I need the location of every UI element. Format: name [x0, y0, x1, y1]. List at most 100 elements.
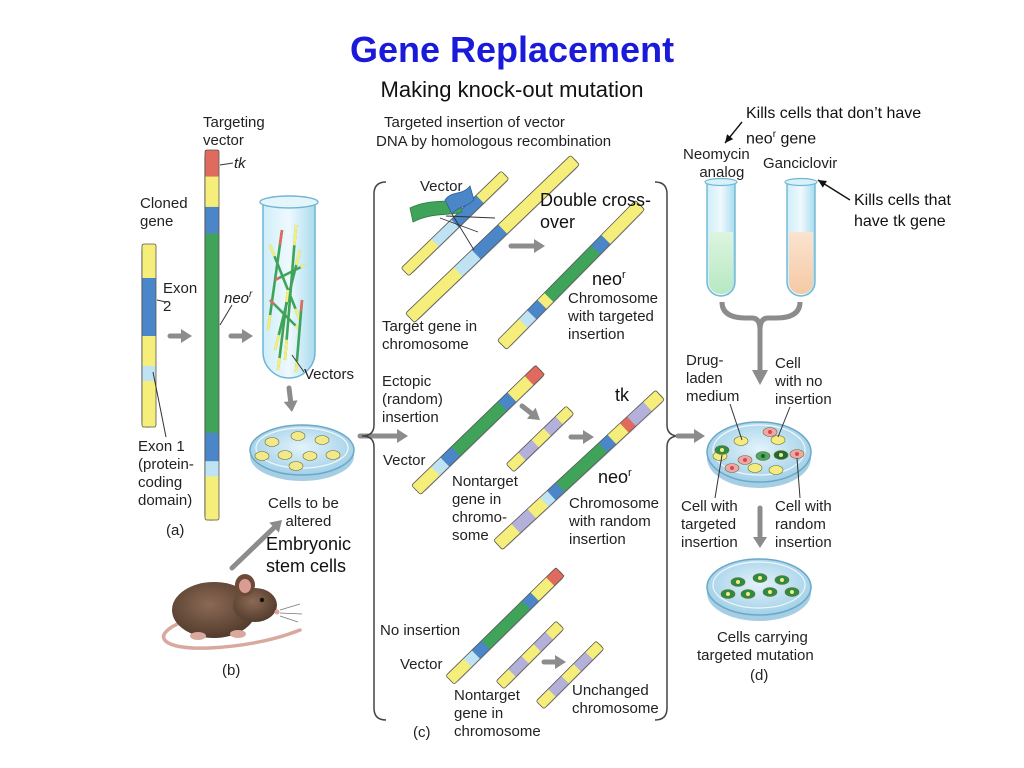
neo-leader [219, 304, 233, 326]
nontarget-strand-1 [506, 405, 575, 472]
page-subtitle: Making knock-out mutation [380, 77, 644, 102]
panel-a-label: (a) [166, 522, 185, 539]
panel-d-label: (d) [750, 667, 769, 684]
selection-cell [762, 427, 778, 437]
random-cell-leader [796, 457, 801, 499]
exon1-leader [152, 371, 167, 438]
kills-tk-pointer [817, 179, 851, 201]
targeted-cell [762, 587, 778, 597]
vectors-label: Vectors [304, 366, 355, 383]
vector-label-1: Vector [420, 178, 463, 195]
merge-connector [719, 301, 803, 385]
ectopic-label: Ectopic(random)insertion [382, 373, 443, 426]
panel-c-label: (c) [413, 724, 431, 741]
vectors-leader [291, 354, 305, 373]
vector-fragment [274, 263, 306, 282]
stem-cell [290, 431, 306, 441]
stem-cell [314, 435, 330, 445]
selection-cell [770, 435, 786, 445]
targeted-cell-leader [714, 454, 723, 499]
targeted-cell [720, 589, 736, 599]
chromosome-random-strand [493, 389, 665, 550]
vector-test-tube [259, 195, 319, 379]
neo-insert-segment [409, 185, 496, 251]
drug-medium-leader [729, 403, 743, 441]
arrow-no-insertion [541, 655, 566, 669]
neomycin-tube [704, 177, 738, 297]
selection-cell [768, 465, 784, 475]
tk-label-a: tk [234, 155, 246, 172]
arrow-crossover [508, 239, 545, 253]
ganciclovir-label: Ganciclovir [763, 155, 838, 172]
mouse-illustration [161, 574, 303, 650]
selection-cell [773, 450, 789, 460]
targeted-cell [774, 575, 790, 585]
stem-cell [264, 437, 280, 447]
right-brace [654, 181, 680, 721]
target-chromosome-strand [405, 154, 580, 323]
mouse-paw [230, 630, 246, 638]
tk-leader [219, 162, 234, 166]
targeting-vector-strand [204, 149, 220, 521]
stem-cell [277, 450, 293, 460]
selection-cell [714, 445, 730, 455]
no-insertion-label: No insertion [380, 622, 461, 639]
double-crossover-label: Double cross-over [540, 190, 652, 232]
kills-neo-label: Kills cells that don’t have neor gene [746, 105, 922, 148]
stem-cell [325, 450, 341, 460]
selection-cell [789, 449, 805, 459]
vector-strand-c2 [411, 364, 545, 495]
arrow-tube-down [283, 385, 298, 412]
arrow-a1 [167, 329, 192, 343]
no-insertion-leader [777, 406, 791, 438]
left-brace [361, 181, 387, 721]
targeted-cell [730, 577, 746, 587]
selection-cell [747, 463, 763, 473]
arrow-d-down [753, 505, 767, 548]
ganciclovir-tube [784, 177, 818, 297]
vector-strand-c3 [445, 567, 565, 685]
vector-label-2: Vector [383, 452, 426, 469]
mouse-head [233, 588, 277, 622]
mouse-body [172, 582, 256, 638]
vector-fragment [294, 299, 304, 373]
cloned-gene-strand [141, 243, 157, 428]
neo-label-a: neor [224, 289, 253, 307]
vector-strand-c1 [401, 170, 510, 276]
arrow-ectopic-1 [519, 403, 540, 420]
arrow-a2 [228, 329, 253, 343]
tk-label-c: tk [615, 385, 630, 405]
neo-label-c2: neor [598, 467, 632, 487]
stem-cell [302, 451, 318, 461]
mouse-paw [190, 632, 206, 640]
unchanged-chromosome-strand [536, 640, 605, 709]
mouse-eye [259, 597, 265, 603]
neo-label-c1: neor [592, 269, 626, 289]
exon2-leader [156, 299, 167, 303]
vector-fragment [268, 244, 302, 321]
vector-fragment [276, 289, 290, 371]
targeted-cell [740, 589, 756, 599]
selection-cell [737, 455, 753, 465]
stem-cell [254, 451, 270, 461]
